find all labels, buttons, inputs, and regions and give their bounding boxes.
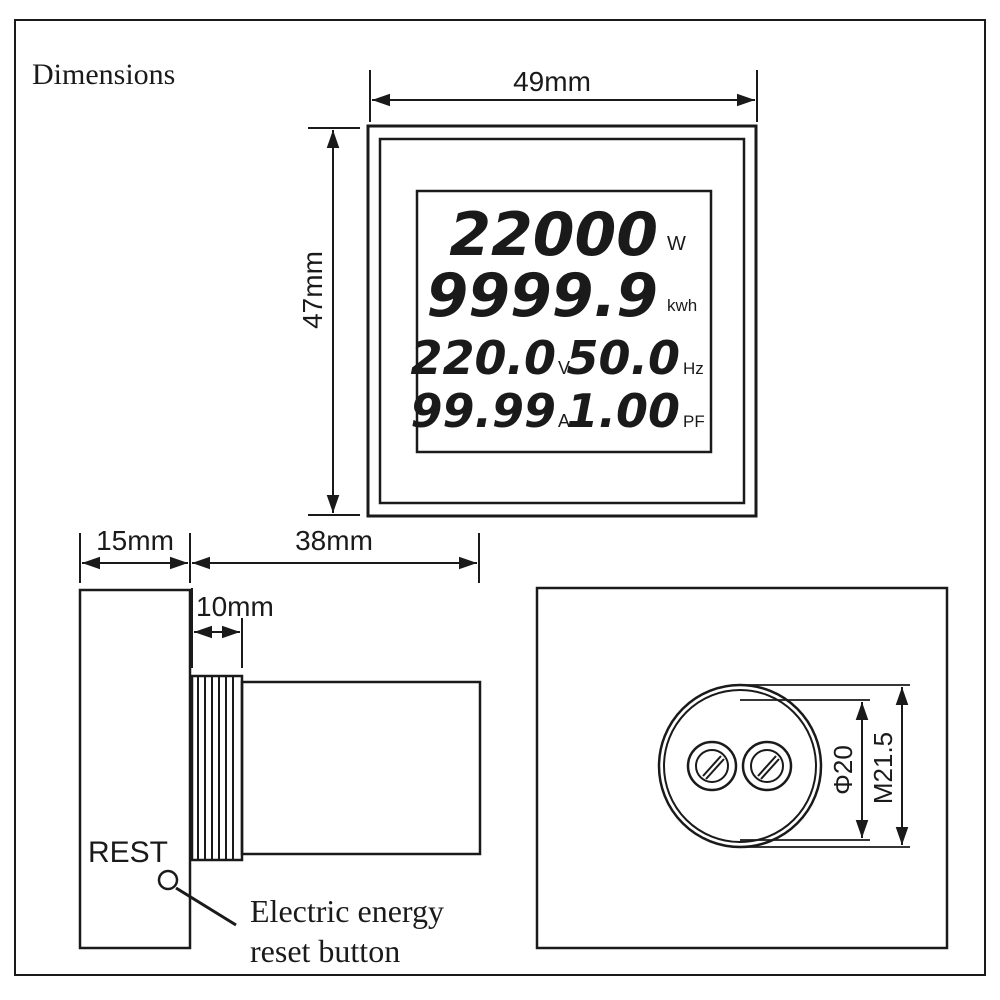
- current-unit: A: [558, 411, 570, 431]
- power-factor-reading: 1.00: [567, 384, 681, 438]
- energy-unit: kwh: [667, 296, 697, 315]
- voltage-unit: V: [558, 358, 570, 378]
- current-reading: 99.99: [410, 384, 556, 438]
- power-reading: 22000: [449, 200, 658, 270]
- outer-frame: [14, 19, 986, 976]
- terminal-screw-right: [741, 740, 793, 792]
- threaded-section: [190, 674, 244, 862]
- voltage-reading: 220.0: [410, 331, 556, 385]
- lcd-screen: [415, 189, 713, 454]
- rear-view-frame: [535, 586, 949, 950]
- width-label: 49mm: [513, 66, 591, 97]
- power-factor-unit: PF: [683, 412, 705, 431]
- frequency-reading: 50.0: [567, 331, 681, 385]
- diagram-title: Dimensions: [32, 58, 175, 91]
- reset-label: REST: [88, 836, 168, 869]
- thread-outer-circle: [657, 683, 823, 849]
- height-dimension: 47mm: [297, 127, 360, 516]
- inner-diameter-label: Φ20: [828, 745, 858, 795]
- power-unit: W: [667, 233, 686, 255]
- front-view: 22000 W 9999.9 kwh 220.0 V 50.0 Hz 99.99…: [366, 124, 758, 518]
- front-bezel-side: [78, 588, 192, 950]
- frequency-unit: Hz: [683, 359, 704, 378]
- terminal-screw-left: [686, 740, 738, 792]
- side-view: 15mm 38mm 10mm REST Electric energy rese…: [78, 525, 482, 969]
- front-depth-label: 15mm: [96, 525, 174, 556]
- reset-annotation-line2: reset button: [250, 933, 400, 969]
- body-length-label: 38mm: [295, 525, 373, 556]
- rear-view: Φ20 M21.5: [535, 586, 949, 950]
- thread-lines: [197, 676, 234, 860]
- outer-diameter-label: M21.5: [868, 732, 898, 804]
- front-panel-outer: [366, 124, 758, 518]
- front-panel-inner: [378, 137, 746, 505]
- energy-reading: 9999.9: [426, 261, 658, 331]
- reset-leader-line: [175, 886, 237, 927]
- width-dimension: 49mm: [369, 66, 758, 122]
- reset-annotation-line1: Electric energy: [250, 893, 444, 929]
- rear-body: [240, 680, 482, 856]
- thread-inner-circle: [663, 689, 817, 843]
- thread-length-label: 10mm: [196, 591, 274, 622]
- height-label: 47mm: [297, 251, 328, 329]
- reset-button-hole: [157, 869, 179, 891]
